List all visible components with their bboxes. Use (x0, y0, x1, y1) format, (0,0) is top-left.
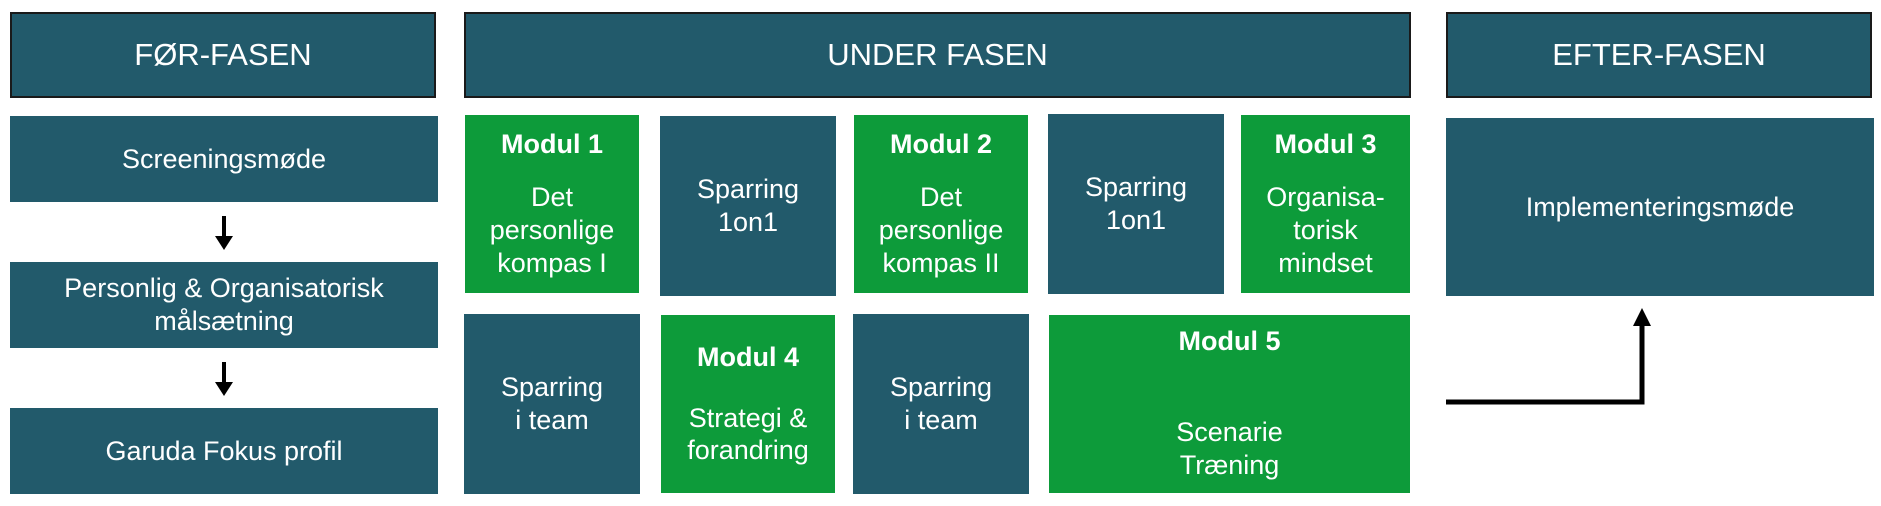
module-1-text: Det personlige kompas I (489, 182, 615, 278)
module-3-text: Organisa- torisk mindset (1266, 182, 1385, 278)
module-3-card: Modul 3 Organisa- torisk mindset (1240, 114, 1411, 294)
module-4-text: Strategi & forandring (687, 402, 809, 466)
module-5-text: Scenarie Træning (1176, 416, 1283, 480)
module-5-card: Modul 5 Scenarie Træning (1048, 314, 1411, 494)
before-step-goals: Personlig & Organisatorisk målsætning (10, 262, 438, 348)
phase-header-after: EFTER-FASEN (1446, 12, 1872, 98)
before-step-profile: Garuda Fokus profil (10, 408, 438, 494)
module-4-card: Modul 4 Strategi & forandring (660, 314, 836, 494)
before-step-profile-label: Garuda Fokus profil (105, 435, 343, 466)
module-5-title: Modul 5 (1178, 326, 1281, 356)
arrow-down-icon (215, 362, 233, 396)
sparring-1on1-text: Sparring 1on1 (1084, 172, 1188, 235)
phase-header-during-label: UNDER FASEN (827, 37, 1048, 73)
module-4-title: Modul 4 (697, 341, 799, 372)
after-step-implementation: Implementeringsmøde (1446, 118, 1874, 296)
module-2-text: Det personlige kompas II (878, 182, 1004, 278)
before-step-screening-label: Screeningsmøde (121, 143, 327, 174)
phase-header-before: FØR-FASEN (10, 12, 436, 98)
sparring-1on1-card: Sparring 1on1 (1048, 114, 1224, 294)
before-step-screening: Screeningsmøde (10, 116, 438, 202)
module-2-card: Modul 2 Det personlige kompas II (853, 114, 1029, 294)
module-1-title: Modul 1 (501, 129, 603, 160)
module-3-title: Modul 3 (1274, 129, 1377, 160)
elbow-arrow-icon (1446, 308, 1651, 405)
before-step-goals-label: Personlig & Organisatorisk målsætning (64, 273, 384, 336)
module-1-card: Modul 1 Det personlige kompas I (464, 114, 640, 294)
phase-header-before-label: FØR-FASEN (134, 37, 312, 73)
module-2-title: Modul 2 (890, 129, 992, 160)
after-step-implementation-label: Implementeringsmøde (1525, 191, 1795, 222)
phase-header-during: UNDER FASEN (464, 12, 1411, 98)
phase-header-after-label: EFTER-FASEN (1552, 37, 1766, 73)
sparring-team-text: Sparring i team (500, 372, 604, 435)
sparring-1on1-card: Sparring 1on1 (660, 116, 836, 296)
arrow-down-icon (215, 216, 233, 250)
sparring-team-card: Sparring i team (464, 314, 640, 494)
sparring-team-text: Sparring i team (889, 372, 993, 435)
sparring-1on1-text: Sparring 1on1 (696, 174, 800, 237)
sparring-team-card: Sparring i team (853, 314, 1029, 494)
